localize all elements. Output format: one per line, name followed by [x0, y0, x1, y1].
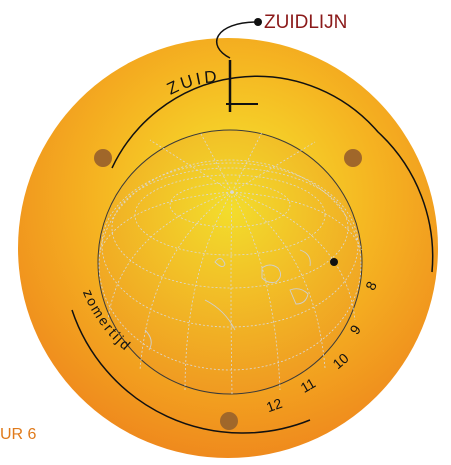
zuidlijn-dot — [254, 18, 262, 26]
lower-arc — [71, 309, 311, 434]
zuidlijn-label: ZUIDLIJN — [264, 12, 347, 33]
hour-mark-12: 12 — [264, 395, 284, 415]
zuidlijn-pointer — [216, 21, 259, 59]
marker-dot-left — [94, 149, 112, 167]
hour-mark-11: 11 — [298, 375, 319, 396]
figure-label: UR 6 — [0, 426, 37, 443]
location-dot — [330, 258, 338, 266]
marker-dot-bottom — [220, 412, 238, 430]
upper-arc — [111, 75, 434, 273]
globe — [97, 129, 363, 395]
land-outlines — [144, 249, 311, 351]
globe-grid — [98, 131, 363, 395]
marker-dot-right — [344, 149, 362, 167]
